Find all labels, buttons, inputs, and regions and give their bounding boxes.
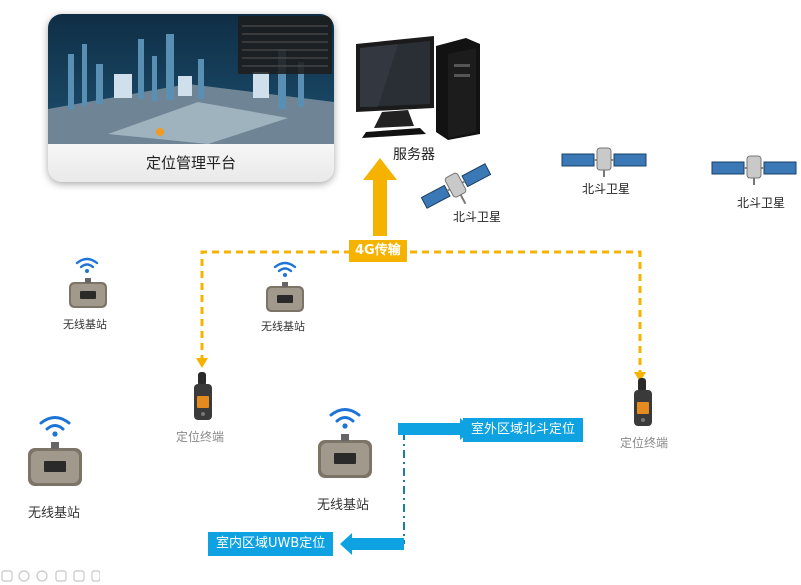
satellite-icon [711, 155, 797, 185]
satellite-label-1: 北斗卫星 [453, 210, 502, 224]
positioning-platform-panel: 定位管理平台 [48, 14, 334, 182]
wifi-icon [75, 257, 99, 273]
outdoor-arrow [398, 418, 472, 440]
terminal-label-1: 定位终端 [176, 430, 225, 444]
base-station-icon [28, 442, 82, 486]
indoor-uwb-positioning: 室内区域UWB定位 [208, 532, 334, 556]
positioning-terminal-icon [194, 372, 212, 420]
base-station-label-3: 无线基站 [28, 506, 81, 521]
server-computer-icon [356, 36, 480, 140]
satellite-label-3: 北斗卫星 [737, 196, 786, 210]
satellite-label-2: 北斗卫星 [582, 182, 631, 196]
toolbar-icons [1, 570, 100, 582]
base-station-label-1: 无线基站 [63, 318, 107, 331]
4g-transmission-badge: 4G传输 [349, 240, 407, 262]
wifi-icon [329, 408, 361, 429]
uplink-arrow-shaft [373, 178, 387, 236]
uplink-arrow-head [363, 158, 397, 180]
satellite-icon [561, 147, 647, 177]
terminal-label-2: 定位终端 [620, 436, 669, 450]
positioning-terminal-icon [634, 378, 652, 426]
server-label: 服务器 [393, 147, 435, 163]
wifi-icon [39, 416, 71, 437]
base-station-label-2: 无线基站 [261, 320, 305, 333]
base-station-label-4: 无线基站 [317, 498, 370, 513]
base-station-icon [266, 282, 304, 312]
4g-link-lines [200, 250, 642, 374]
arrow-to-terminal-right [634, 372, 646, 382]
platform-caption: 定位管理平台 [48, 144, 334, 182]
wifi-icon [273, 261, 297, 277]
satellite-icon [420, 163, 492, 209]
arrow-to-terminal-left [196, 358, 208, 368]
plant-3d-view [48, 14, 334, 144]
base-station-icon [318, 434, 372, 478]
base-station-icon [69, 278, 107, 308]
outdoor-beidou-positioning: 室外区域北斗定位 [463, 418, 584, 442]
indoor-arrow [340, 533, 404, 555]
